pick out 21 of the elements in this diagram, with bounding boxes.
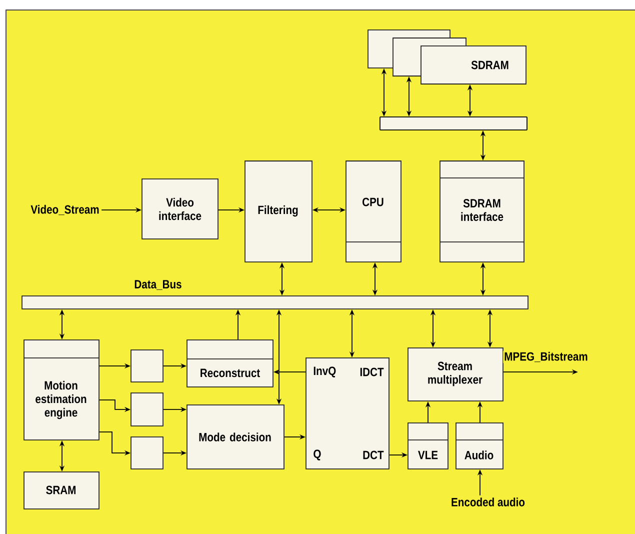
- buffer-box: [130, 350, 164, 382]
- process-box: SRAM: [24, 472, 100, 510]
- transform-box: InvQ IDCT Q DCT: [306, 358, 390, 470]
- process-box: VLE: [408, 422, 448, 470]
- process-box: CPU: [346, 160, 402, 262]
- process-box: Motion estimation engine: [24, 340, 100, 440]
- process-box: Mode decision: [186, 404, 284, 470]
- process-box: Audio: [456, 422, 504, 470]
- process-box: Video interface: [142, 178, 218, 240]
- memory-chip-box: SDRAM: [420, 46, 526, 84]
- process-box: Reconstruct: [186, 340, 274, 388]
- process-box: SDRAM interface: [440, 160, 524, 262]
- buffer-box: [130, 392, 164, 426]
- bus-label: Data_Bus: [134, 280, 182, 290]
- input-label: Video_Stream: [30, 204, 99, 216]
- edge-label: MPEG_Bitstream: [503, 350, 589, 364]
- bus-bar: [380, 116, 528, 130]
- process-box: Stream multiplexer: [408, 348, 504, 402]
- input-label: Encoded audio: [452, 498, 525, 506]
- process-box: Filtering: [244, 160, 312, 262]
- buffer-box: [130, 436, 164, 470]
